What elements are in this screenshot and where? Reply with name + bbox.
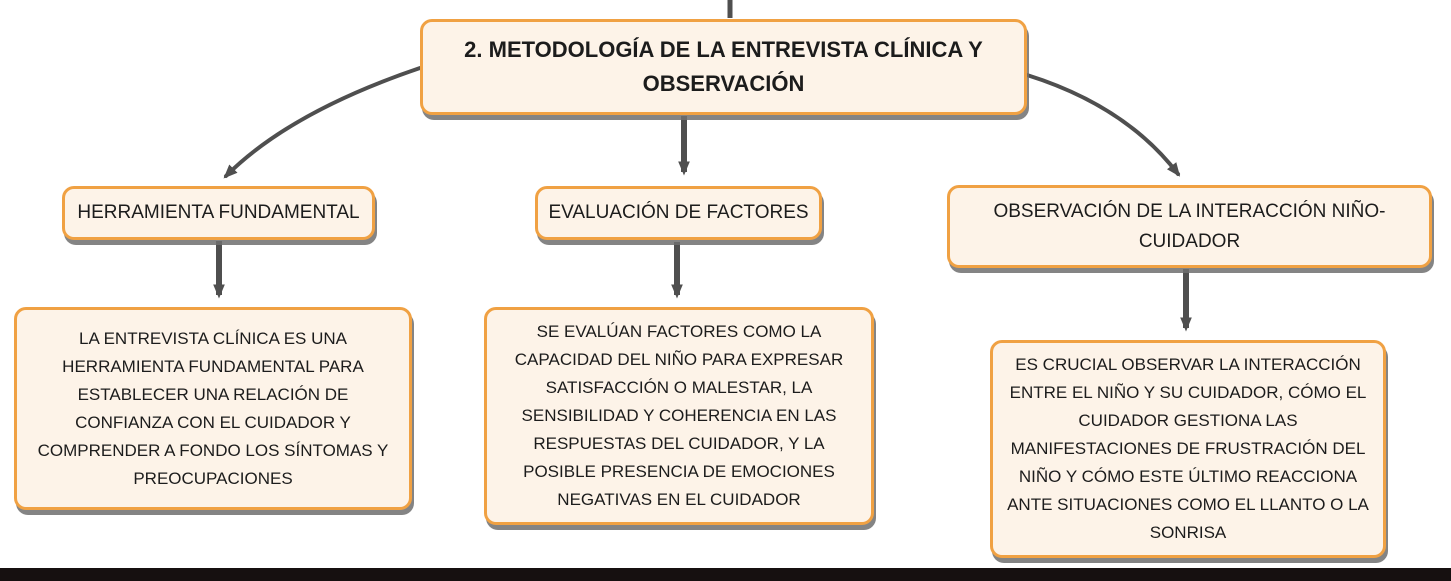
detail-node-observacion-interaccion[interactable]: ES CRUCIAL OBSERVAR LA INTERACCIÓN ENTRE… <box>990 340 1386 558</box>
detail-node-text: SE EVALÚAN FACTORES COMO LA CAPACIDAD DE… <box>514 322 844 509</box>
branch-node-label: EVALUACIÓN DE FACTORES <box>548 202 809 223</box>
connector-title-branch1 <box>223 66 422 179</box>
root-node-label: 2. METODOLOGÍA DE LA ENTREVISTA CLÍNICA … <box>464 37 983 96</box>
detail-node-text: ES CRUCIAL OBSERVAR LA INTERACCIÓN ENTRE… <box>1007 355 1369 542</box>
bottom-edge-strip <box>0 568 1451 581</box>
root-node-title[interactable]: 2. METODOLOGÍA DE LA ENTREVISTA CLÍNICA … <box>420 19 1027 115</box>
detail-node-evaluacion-de-factores[interactable]: SE EVALÚAN FACTORES COMO LA CAPACIDAD DE… <box>484 307 874 525</box>
branch-node-label: OBSERVACIÓN DE LA INTERACCIÓN NIÑO-CUIDA… <box>993 200 1386 252</box>
detail-node-text: LA ENTREVISTA CLÍNICA ES UNA HERRAMIENTA… <box>37 328 389 488</box>
branch-node-evaluacion-de-factores[interactable]: EVALUACIÓN DE FACTORES <box>535 186 822 240</box>
detail-node-herramienta-fundamental[interactable]: LA ENTREVISTA CLÍNICA ES UNA HERRAMIENTA… <box>14 307 412 510</box>
branch-node-label: HERRAMIENTA FUNDAMENTAL <box>77 202 360 223</box>
branch-node-observacion-interaccion[interactable]: OBSERVACIÓN DE LA INTERACCIÓN NIÑO-CUIDA… <box>947 185 1432 268</box>
branch-node-herramienta-fundamental[interactable]: HERRAMIENTA FUNDAMENTAL <box>62 186 375 240</box>
connector-title-branch3 <box>1025 73 1181 177</box>
